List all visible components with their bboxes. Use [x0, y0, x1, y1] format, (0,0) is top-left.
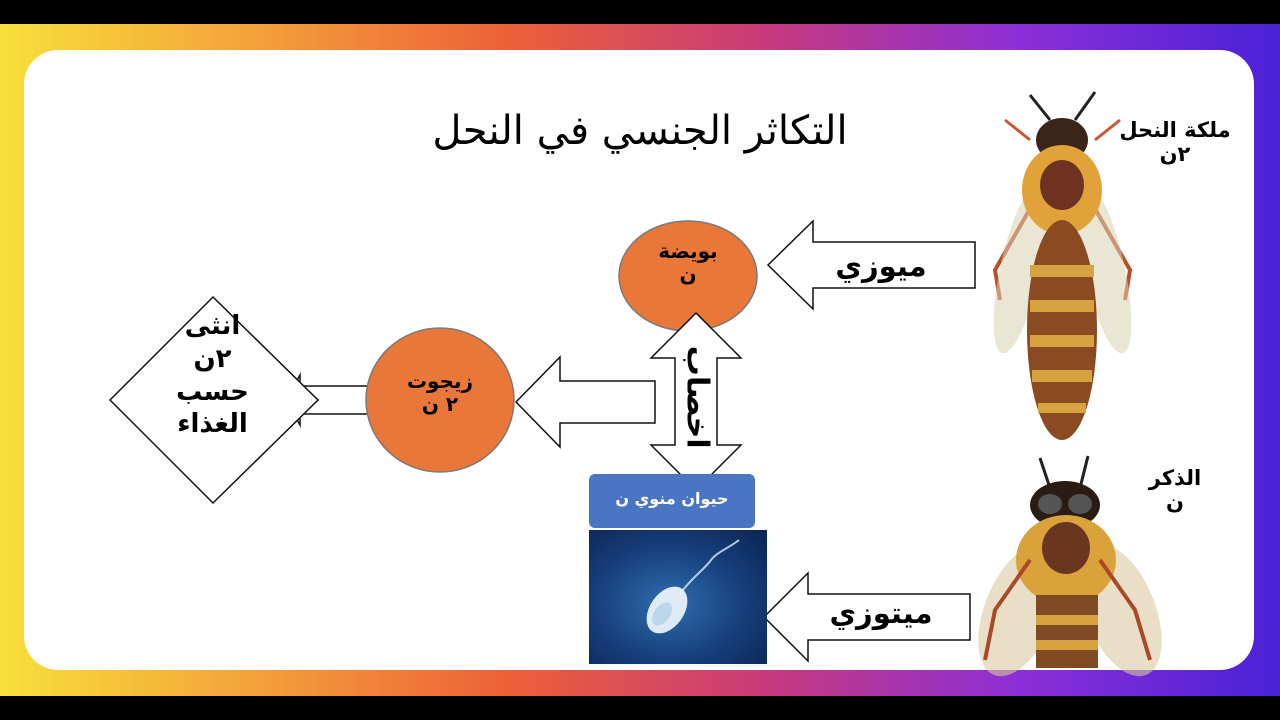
male-label: الذكر ن [1120, 466, 1230, 514]
egg-label: بويضة ن [628, 240, 748, 286]
sperm-cell-photo [589, 530, 767, 664]
slide-title: التكاثر الجنسي في النحل [432, 108, 848, 154]
mitosis-label: ميتوزي [829, 596, 933, 630]
queen-ploidy: ٢ن [1159, 142, 1191, 167]
fertilization-label: اخصاب [679, 345, 715, 449]
zygote-ploidy: ٢ ن [421, 392, 459, 416]
male-name: الذكر [1148, 466, 1202, 490]
sperm-label-box [589, 474, 755, 528]
female-line-3: حسب [176, 376, 249, 407]
mitosis-arrow [762, 571, 971, 663]
female-line-4: الغذاء [177, 409, 248, 440]
egg-ploidy: ن [679, 262, 697, 286]
female-line-1: انثى [184, 311, 241, 341]
fertilization-label-wrap: اخصاب [676, 320, 716, 480]
drone-bee-illustration [978, 455, 1162, 677]
female-diamond [108, 295, 320, 505]
sperm-label: حيوان منوي ن [615, 489, 729, 508]
sperm-cell-icon [646, 539, 740, 634]
egg-name: بويضة [658, 239, 718, 263]
queen-name: ملكة النحل [1119, 118, 1231, 142]
female-label: انثى ٢ن حسب الغذاء [150, 310, 275, 441]
queen-label: ملكة النحل ٢ن [1110, 118, 1240, 166]
fertilization-to-zygote-arrow [514, 355, 656, 449]
queen-bee-illustration [992, 91, 1133, 440]
zygote-circle [365, 327, 515, 473]
female-line-2: ٢ن [193, 343, 232, 374]
zygote-label: زيجوت ٢ ن [380, 370, 500, 416]
meiosis-label: ميوزي [835, 249, 927, 283]
meiosis-arrow [766, 219, 976, 311]
zygote-name: زيجوت [406, 369, 474, 393]
male-ploidy: ن [1166, 490, 1184, 515]
